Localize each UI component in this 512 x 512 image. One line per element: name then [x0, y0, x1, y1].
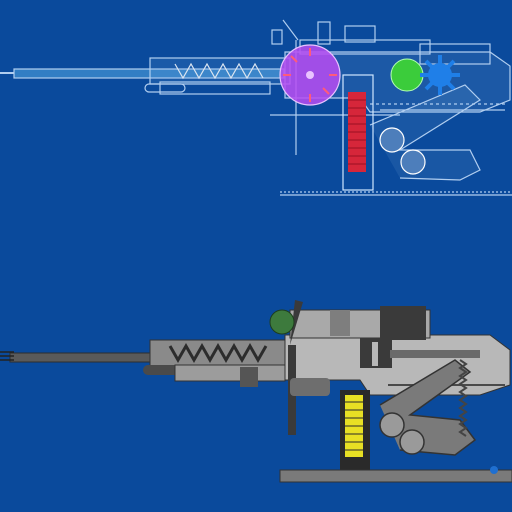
- blueprint-screw-icon: [174, 62, 264, 80]
- rendered-magazine: [340, 390, 370, 470]
- blueprint-magazine: [342, 74, 374, 191]
- blueprint-spring-icon: [420, 55, 460, 95]
- rendered-wheel-icon: [379, 412, 425, 455]
- rendered-screw-icon: [168, 342, 268, 364]
- base-plate: [279, 469, 512, 483]
- muzzle: [0, 351, 14, 361]
- blueprint-wheel-icon: [379, 127, 426, 175]
- rendered-gear-icon: [269, 309, 295, 335]
- rendered-shroud: [149, 339, 291, 367]
- rendered-stock: [379, 359, 477, 456]
- blueprint-gear-icon: [279, 44, 341, 106]
- rendered-spring-icon: [458, 359, 468, 437]
